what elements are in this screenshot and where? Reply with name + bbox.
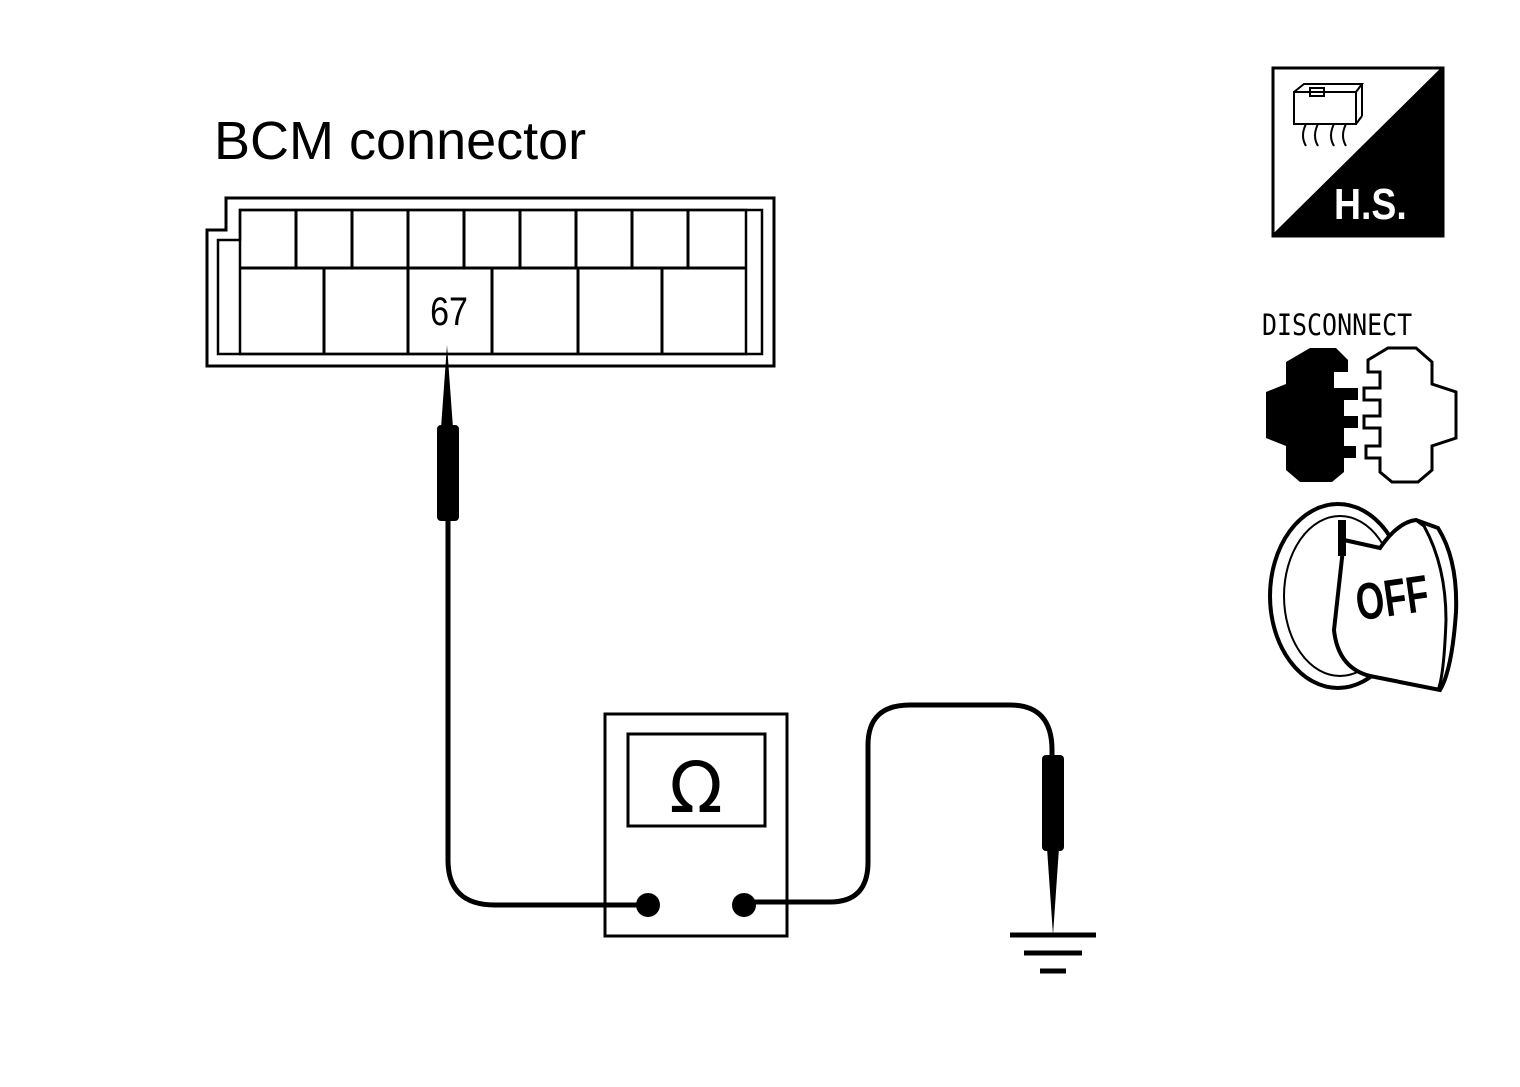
connector-title: BCM connector <box>214 111 587 171</box>
harness-side-label: H.S. <box>1334 180 1407 229</box>
ignition-off-label: OFF <box>1352 564 1433 633</box>
ignition-off-icon <box>1268 502 1459 693</box>
harness-side-icon <box>1271 66 1445 238</box>
ohm-symbol: Ω <box>669 747 723 829</box>
test-probe-connector <box>437 345 605 908</box>
bcm-connector <box>205 196 776 368</box>
ohmmeter: Ω <box>603 712 789 938</box>
meter-terminal-right <box>732 893 756 917</box>
test-probe-ground <box>744 702 1064 935</box>
disconnect-label: DISCONNECT <box>1262 308 1413 342</box>
ground-symbol <box>1010 932 1096 974</box>
disconnect-icon <box>1266 346 1458 484</box>
terminal-number: 67 <box>430 290 468 334</box>
